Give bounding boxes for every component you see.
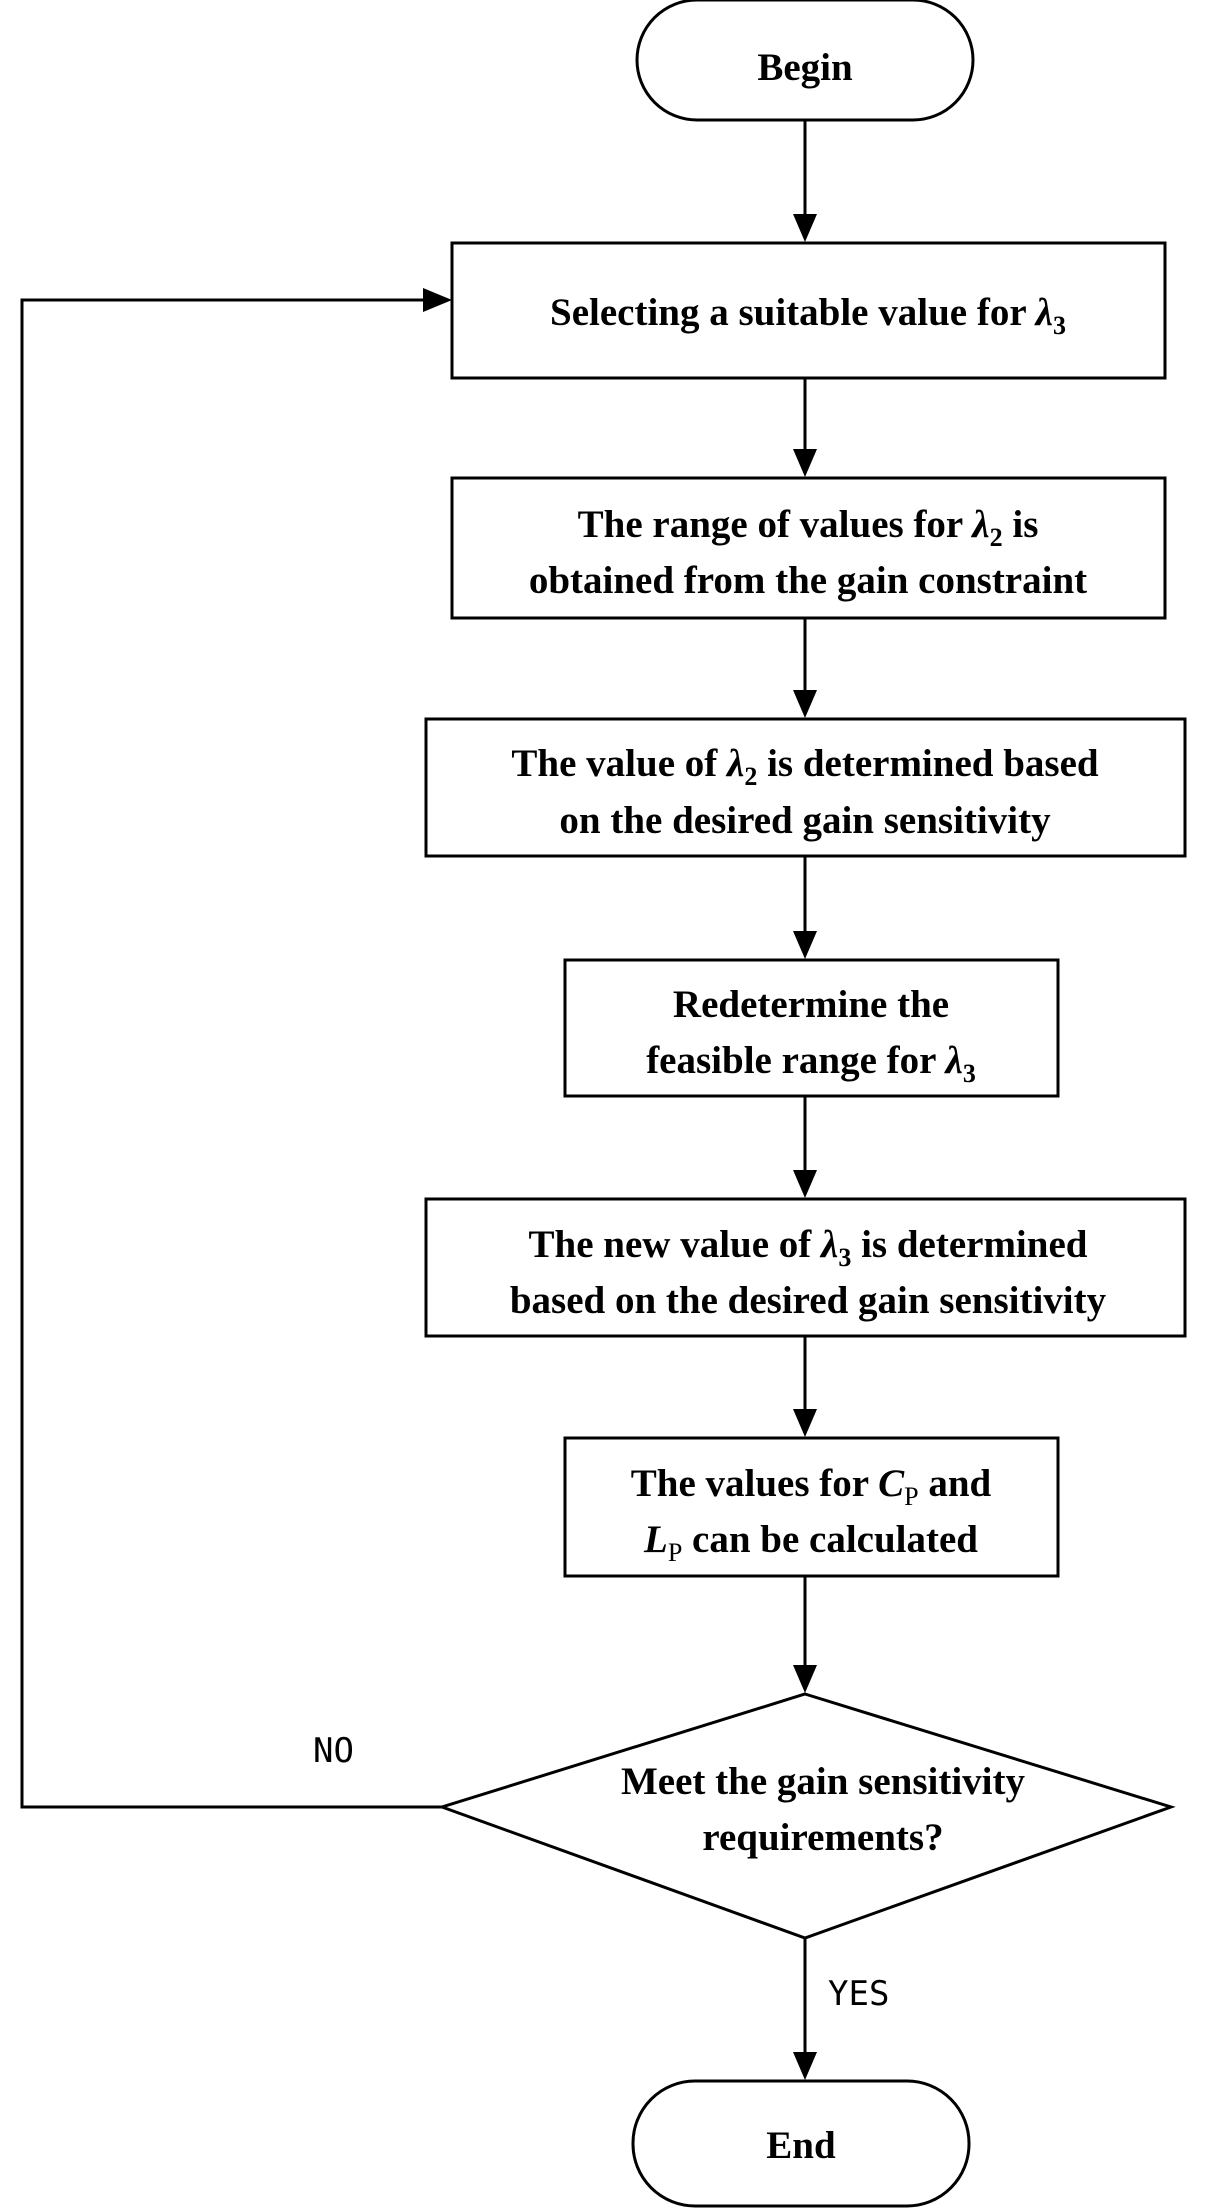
- lp-subscript: P: [668, 1538, 682, 1567]
- no-label: NO: [313, 1731, 354, 1771]
- calc-cp-lp-node: The values for CP and LP can be calculat…: [563, 1436, 1060, 1578]
- value-lambda2-line1: The value of λ2 is determined based: [511, 742, 1098, 791]
- connectors: [20, 120, 817, 2080]
- select-lambda3-label: Selecting a suitable value for λ3: [550, 291, 1066, 340]
- arrowhead-decision-to-end: [793, 2052, 817, 2080]
- arrowhead-redetermine-to-new: [793, 1170, 817, 1198]
- end-shape: [631, 2079, 971, 2208]
- arrowhead-value-to-redetermine: [793, 931, 817, 959]
- range-lambda2-line1-pre: The range of values for: [578, 503, 973, 546]
- lambda3-symbol: λ: [1034, 291, 1053, 334]
- new-lambda3-line1: The new value of λ3 is determined: [529, 1223, 1088, 1272]
- lp-symbol: L: [643, 1518, 668, 1561]
- redetermine-line2-pre: feasible range for: [646, 1039, 945, 1082]
- begin-shape: [635, 0, 975, 122]
- lambda2-symbol: λ: [970, 503, 989, 546]
- cp-subscript: P: [904, 1482, 918, 1511]
- range-lambda2-line1-post: is: [1003, 503, 1039, 546]
- value-lambda2-line1-pre: The value of: [511, 742, 727, 785]
- lambda3-symbol: λ: [944, 1039, 963, 1082]
- lambda2-subscript: 2: [990, 523, 1003, 552]
- calc-line2-post: can be calculated: [682, 1518, 978, 1561]
- calc-cp-lp-shape: [563, 1436, 1060, 1578]
- begin-node: Begin: [635, 0, 975, 122]
- select-lambda3-shape: [450, 241, 1167, 380]
- calc-cp-lp-line1: The values for CP and: [631, 1462, 992, 1511]
- begin-label: Begin: [757, 46, 853, 89]
- decision-line1: Meet the gain sensitivity: [621, 1760, 1026, 1803]
- arrowhead-range-to-value: [793, 690, 817, 718]
- new-lambda3-line1-pre: The new value of: [529, 1223, 822, 1266]
- value-lambda2-node: The value of λ2 is determined based on t…: [424, 717, 1187, 858]
- lambda3-subscript: 3: [838, 1243, 851, 1272]
- lambda3-symbol: λ: [819, 1223, 838, 1266]
- arrowhead-select-to-range: [793, 449, 817, 477]
- edge-no-loop: [20, 298, 442, 1809]
- yes-label: YES: [828, 1974, 889, 2014]
- new-lambda3-shape: [424, 1197, 1187, 1338]
- arrowhead-calc-to-decision: [793, 1665, 817, 1693]
- decision-line2: requirements?: [702, 1816, 943, 1859]
- calc-cp-lp-line2: LP can be calculated: [643, 1518, 978, 1567]
- value-lambda2-line2: on the desired gain sensitivity: [559, 799, 1051, 842]
- range-lambda2-node: The range of values for λ2 is obtained f…: [450, 476, 1167, 620]
- range-lambda2-line1: The range of values for λ2 is: [578, 503, 1039, 552]
- new-lambda3-line2: based on the desired gain sensitivity: [510, 1279, 1107, 1322]
- calc-line1-pre: The values for: [631, 1462, 878, 1505]
- range-lambda2-shape: [450, 476, 1167, 620]
- redetermine-node: Redetermine the feasible range for λ3: [563, 958, 1060, 1098]
- lambda3-subscript: 3: [963, 1059, 976, 1088]
- arrowhead-begin-to-select: [793, 214, 817, 242]
- range-lambda2-line2: obtained from the gain constraint: [529, 559, 1087, 602]
- new-lambda3-line1-post: is determined: [851, 1223, 1087, 1266]
- lambda3-subscript: 3: [1053, 311, 1066, 340]
- lambda2-symbol: λ: [725, 742, 744, 785]
- select-lambda3-text: Selecting a suitable value for: [550, 291, 1036, 334]
- decision-node: Meet the gain sensitivity requirements?: [437, 1692, 1176, 1940]
- cp-symbol: C: [878, 1462, 905, 1505]
- end-node: End: [631, 2079, 971, 2208]
- redetermine-line1: Redetermine the: [673, 983, 949, 1026]
- end-label: End: [766, 2124, 836, 2167]
- decision-shape: [437, 1692, 1176, 1940]
- lambda2-subscript: 2: [744, 762, 757, 791]
- redetermine-line2: feasible range for λ3: [646, 1039, 976, 1088]
- arrowhead-new-to-calc: [793, 1409, 817, 1437]
- value-lambda2-shape: [424, 717, 1187, 858]
- calc-line1-post: and: [919, 1462, 992, 1505]
- arrowhead-no-loop: [423, 288, 452, 312]
- select-lambda3-node: Selecting a suitable value for λ3: [450, 241, 1167, 380]
- value-lambda2-line1-post: is determined based: [757, 742, 1099, 785]
- new-lambda3-node: The new value of λ3 is determined based …: [424, 1197, 1187, 1338]
- redetermine-shape: [563, 958, 1060, 1098]
